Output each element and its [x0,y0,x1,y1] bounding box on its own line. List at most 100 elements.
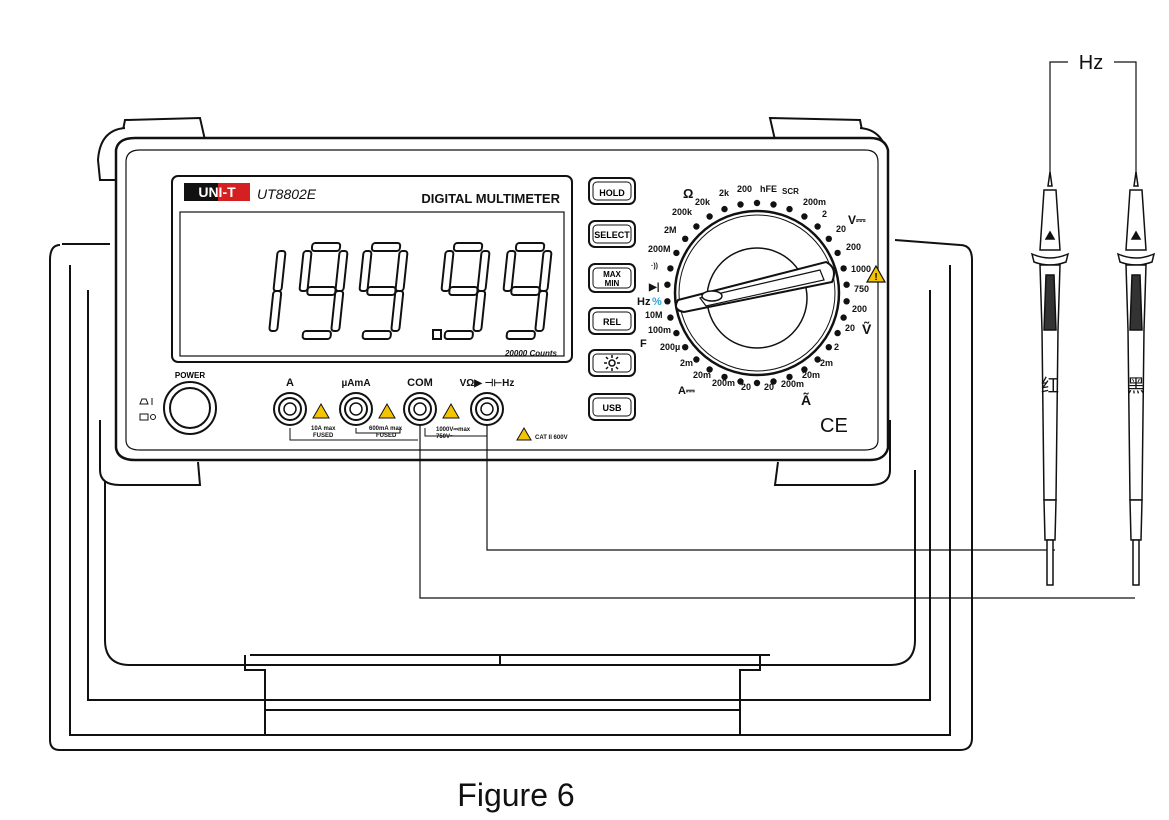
lcd-display: 20000 Counts [171,175,573,363]
jack-label-a: A [286,377,294,389]
svg-text:MIN: MIN [605,279,620,288]
backlight-button[interactable] [588,349,636,377]
button-column: HOLD SELECT MAX MIN REL [588,177,636,421]
svg-text:200M: 200M [648,244,671,254]
usb-button[interactable]: USB [588,393,636,421]
dial-dot [825,235,832,242]
lcd-segment [358,250,373,292]
svg-text:2: 2 [834,342,839,352]
jack-label-v: VΩ▶ ⊣⊢Hz [460,378,515,389]
dial-dot [770,201,777,208]
lcd-segment [472,290,487,332]
svg-text:1000: 1000 [851,264,871,274]
lcd-digit [440,242,491,340]
hold-button[interactable]: HOLD [588,177,636,205]
svg-text:SCR: SCR [782,187,799,196]
dial-dot [843,281,850,288]
svg-text:▶|: ▶| [648,282,660,293]
svg-text:REL: REL [603,317,622,327]
svg-text:A⎓: A⎓ [678,385,695,397]
svg-text:V⎓: V⎓ [848,213,866,227]
dial-dot [664,298,671,305]
lcd-segment [306,286,337,296]
svg-text:200m: 200m [712,378,735,388]
red-probe: 红 [1030,171,1070,586]
lcd-segment [502,250,517,292]
dial-dot [667,314,674,321]
lcd-segment [448,286,479,296]
jack-a[interactable] [273,392,307,426]
dial-dot [801,366,808,373]
lcd-segment [534,290,549,332]
dial-dot [673,249,680,257]
dial-dot [814,356,821,363]
svg-text:100m: 100m [648,325,671,335]
svg-text:hFE: hFE [760,184,777,194]
svg-text:FUSED: FUSED [376,433,397,439]
svg-text:2: 2 [822,209,827,219]
lcd-segment [268,290,283,332]
svg-text:600mA max: 600mA max [369,426,403,432]
svg-text:200: 200 [846,242,861,252]
dial-dot [840,314,847,321]
dial-dot [825,344,832,351]
svg-text:20k: 20k [695,197,711,207]
rotary-switch[interactable] [664,199,850,387]
dial-position-dots [664,199,850,387]
lcd-segment [310,242,342,252]
dial-dot [667,265,674,272]
rel-button[interactable]: REL [588,307,636,335]
svg-text:10M: 10M [645,310,663,320]
dial-dot [770,378,777,385]
warning-icon: ! [865,264,887,283]
stand [49,239,973,751]
lcd-digit [298,242,349,340]
lcd-segment [366,286,397,296]
meter-body [114,136,890,462]
power-button[interactable] [163,381,217,435]
jack-label-ua-ma: µAmA [341,378,370,389]
svg-text:20m: 20m [693,370,711,380]
lcd-digit [358,242,409,340]
svg-text:F: F [640,338,647,350]
model-label: UT8802E [257,186,317,202]
power-state-icon [139,398,156,421]
select-button[interactable]: SELECT [588,220,636,248]
svg-text:1000V⎓max: 1000V⎓max [436,427,471,433]
dial-dot [682,344,689,351]
jack-v[interactable] [470,392,504,426]
dial-labels: Ω 20k 2k 200 hFE SCR 200k 2M 200M ·)) ▶|… [637,184,872,408]
svg-text:200k: 200k [672,207,693,217]
jack-ua-ma[interactable] [339,392,373,426]
lcd-reading [268,242,553,340]
dial-dot [753,199,761,207]
dial-dot [706,213,713,220]
jack-com[interactable] [403,392,437,426]
max-min-button[interactable]: MAX MIN [588,263,636,293]
lcd-segment [301,330,332,340]
figure-caption: Figure 6 [457,777,574,813]
dial-dot [840,265,847,272]
svg-text:200m: 200m [803,197,826,207]
lcd-segment [505,330,536,340]
lcd-decimal-point [432,329,442,340]
dial-dot [834,329,841,337]
svg-text:%: % [652,296,662,308]
dial-dot [753,379,761,387]
svg-text:CAT II 600V: CAT II 600V [535,435,568,441]
svg-text:2M: 2M [664,225,677,235]
dial-dot [737,378,744,385]
dial-dot [834,249,841,257]
svg-text:USB: USB [602,403,622,413]
svg-text:MAX: MAX [603,270,621,279]
lcd-segment [443,330,474,340]
lcd-segment [390,290,405,332]
probe-wires [419,61,1137,599]
power-label: POWER [175,371,205,380]
svg-text:20m: 20m [802,370,820,380]
svg-text:Hz: Hz [637,296,651,308]
brand-logo: UNI-T [184,183,250,201]
lcd-segment [514,242,546,252]
svg-text:20: 20 [764,382,774,392]
lcd-segment [298,250,313,292]
